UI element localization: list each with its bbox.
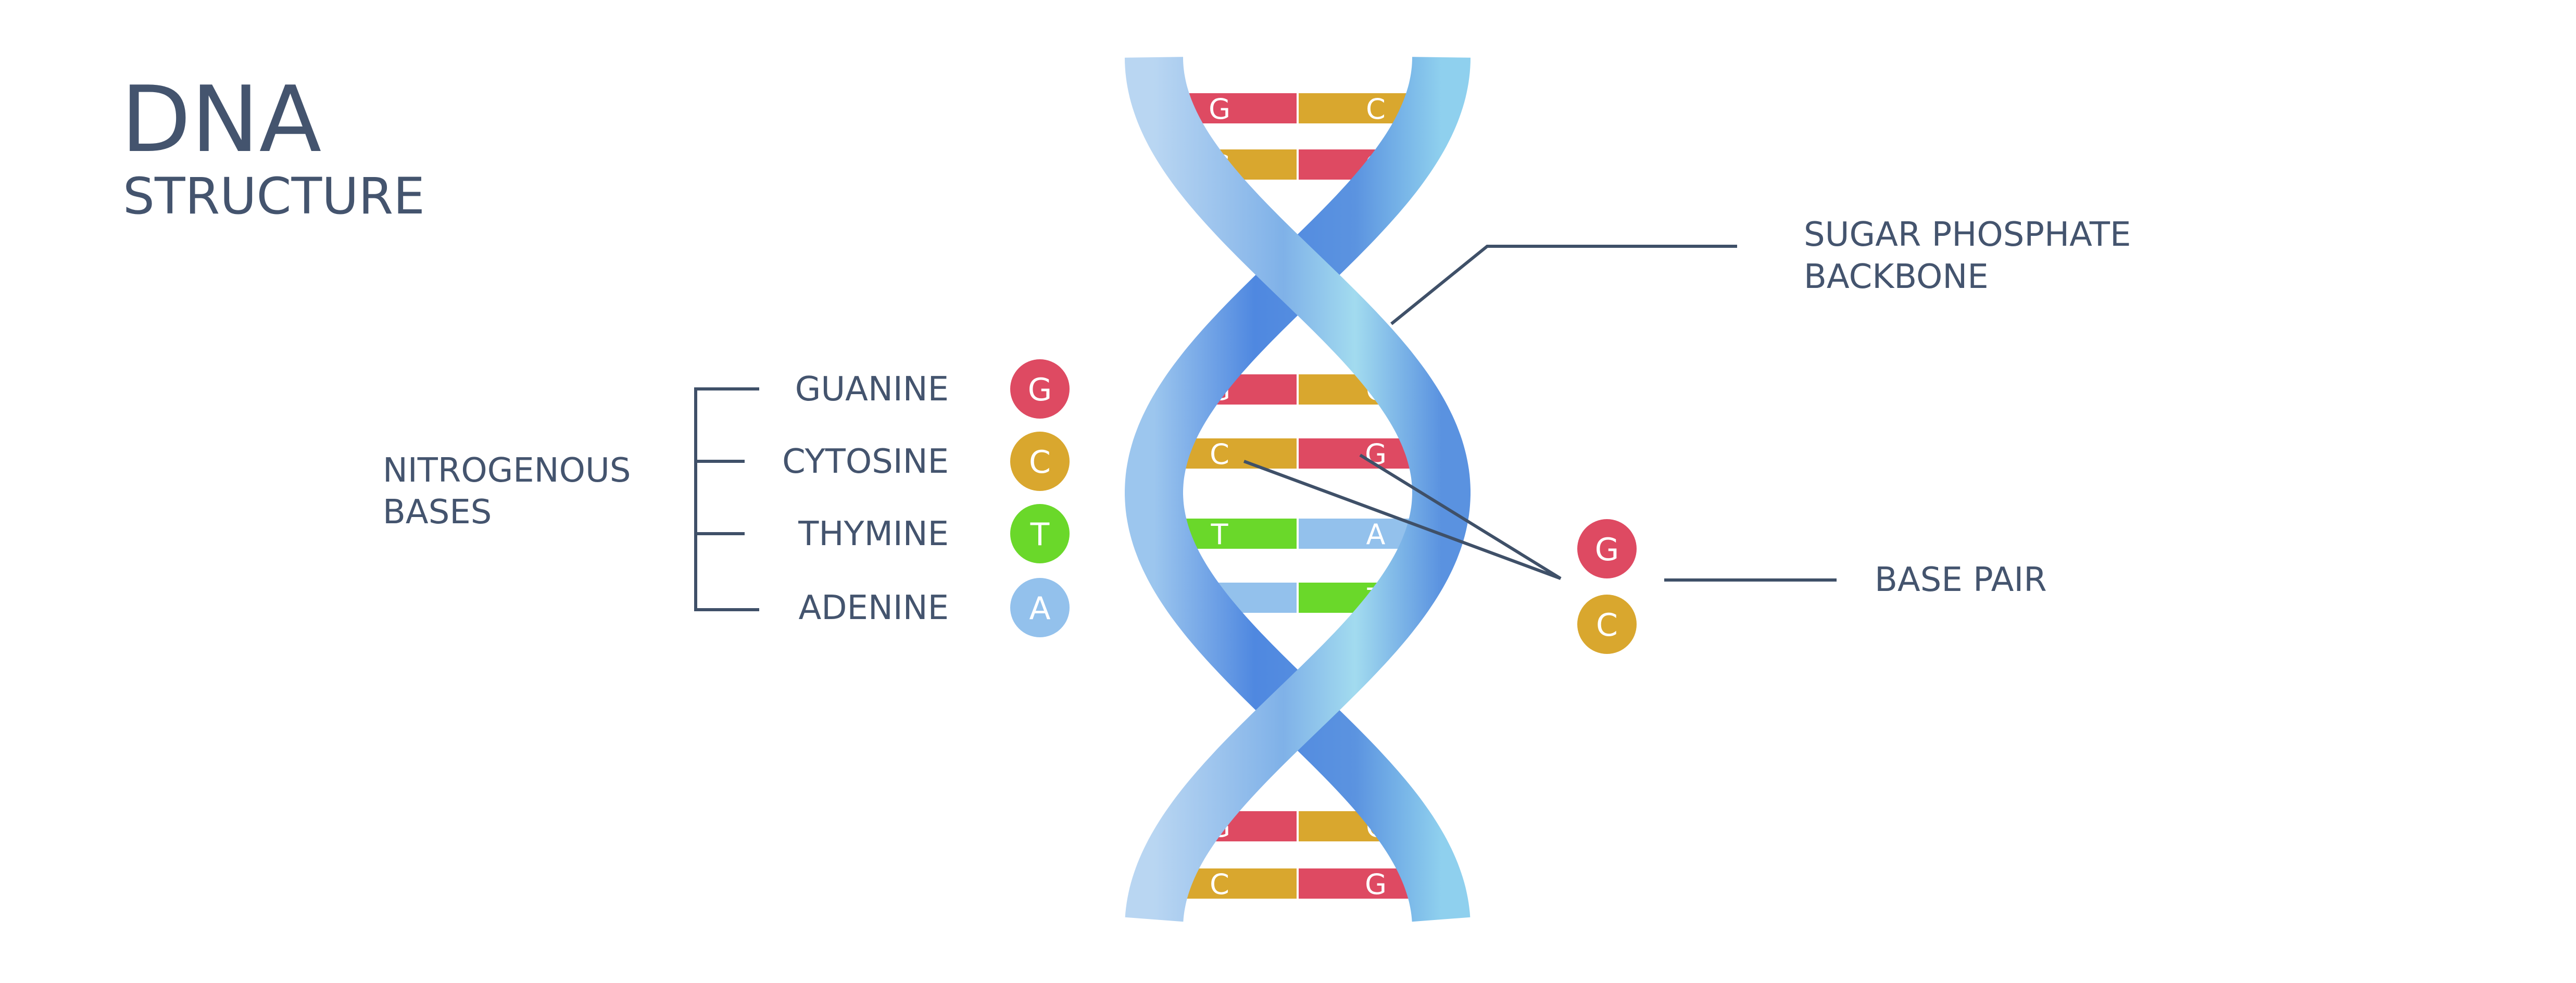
base-letter: A [1366,518,1386,551]
legend-circle-t: T [1010,504,1070,563]
legend-circle-a: A [1010,578,1070,637]
legend-circle-c: C [1010,432,1070,491]
base-letter: G [1209,93,1230,125]
legend-label-thymine: THYMINE [798,515,949,553]
sugar-phosphate-backbone [1125,57,1471,922]
legend-circle-g: G [1010,359,1070,419]
strand-front [1125,57,1471,922]
legend-letter: T [1030,516,1050,553]
title-structure: STRUCTURE [123,167,425,225]
base-pair-c-letter: C [1596,607,1618,644]
backbone-label-line2: BACKBONE [1804,258,1989,296]
base-pair-g-circle: G [1577,519,1637,578]
legend-label-cytosine: CYTOSINE [782,443,949,481]
base-pair-label: BASE PAIR [1875,561,2047,599]
legend-label-guanine: GUANINE [795,370,949,409]
nitrogenous-bases-label-line2: BASES [383,493,492,532]
strand-back [1125,57,1471,922]
nitrogenous-bases-label-line1: NITROGENOUS [383,451,631,490]
title-dna: DNA [121,67,321,173]
legend-letter: A [1029,590,1050,627]
base-letter: G [1365,868,1387,901]
base-letter: T [1211,518,1229,551]
legend-letter: G [1028,372,1052,408]
base-pair-g-letter: G [1595,532,1619,568]
backbone-label-line1: SUGAR PHOSPHATE [1804,216,2131,254]
backbone-leader-line [1390,245,1737,325]
legend-bracket [694,387,759,611]
base-letter: C [1366,93,1386,125]
base-pair-leader-lines [1243,453,1562,580]
base-letter: C [1210,868,1229,901]
legend-label-adenine: ADENINE [798,589,949,627]
base-letter: C [1210,438,1229,471]
base-pair-c-circle: C [1577,595,1637,654]
legend-letter: C [1029,444,1051,481]
